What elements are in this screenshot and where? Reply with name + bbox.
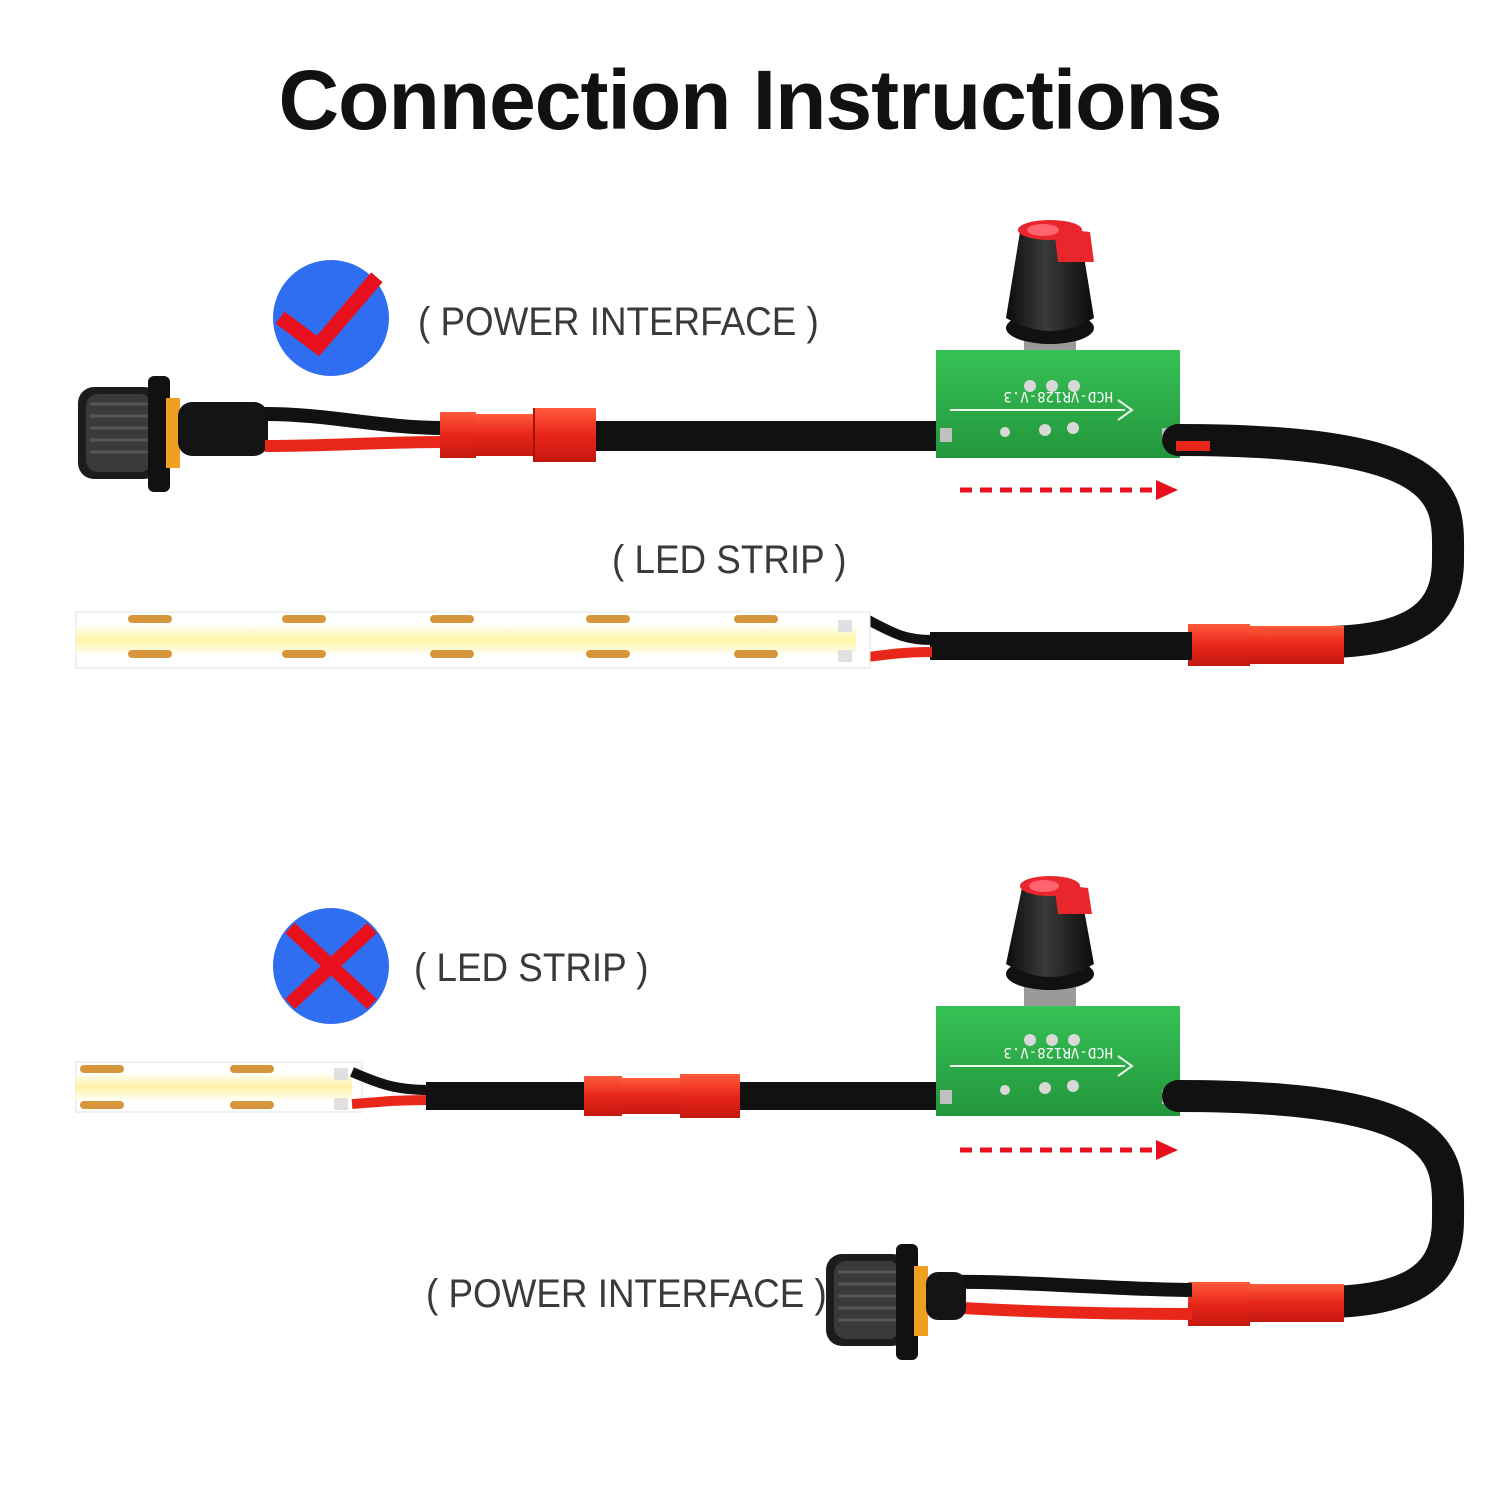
pcb-label-bottom: HCD-VR128-V.3	[1003, 1044, 1113, 1060]
power-interface-label-top: ( POWER INTERFACE )	[418, 300, 819, 344]
power-interface-label-bottom: ( POWER INTERFACE )	[426, 1272, 827, 1316]
connector-top-output	[1188, 624, 1344, 666]
check-icon	[273, 260, 389, 376]
led-strip-label-bottom: ( LED STRIP )	[414, 946, 649, 990]
pcb-label-top: HCD-VR128-V.3	[1003, 388, 1113, 404]
cross-icon	[273, 908, 389, 1024]
connector-top-input	[440, 408, 596, 462]
power-jack-bottom	[826, 1244, 966, 1360]
connector-bottom-output	[1188, 1282, 1344, 1326]
dimmer-pcb-bottom: HCD-VR128-V.3	[936, 1006, 1180, 1116]
direction-arrow-top	[960, 480, 1178, 500]
led-strip-top	[75, 611, 871, 669]
correct-example: HCD-VR128-V.3	[75, 220, 1465, 669]
led-strip-label-top: ( LED STRIP )	[612, 538, 847, 582]
wrong-example: HCD-VR128-V.3	[75, 876, 1465, 1360]
page-title: Connection Instructions	[278, 53, 1223, 147]
dimmer-knob-top	[1006, 220, 1094, 356]
dimmer-knob-bottom	[1006, 876, 1094, 1006]
led-strip-bottom	[75, 1061, 363, 1113]
power-jack-top	[78, 376, 268, 492]
connector-bottom-input	[584, 1074, 740, 1118]
dimmer-pcb-top: HCD-VR128-V.3	[936, 350, 1180, 458]
direction-arrow-bottom	[960, 1140, 1178, 1160]
